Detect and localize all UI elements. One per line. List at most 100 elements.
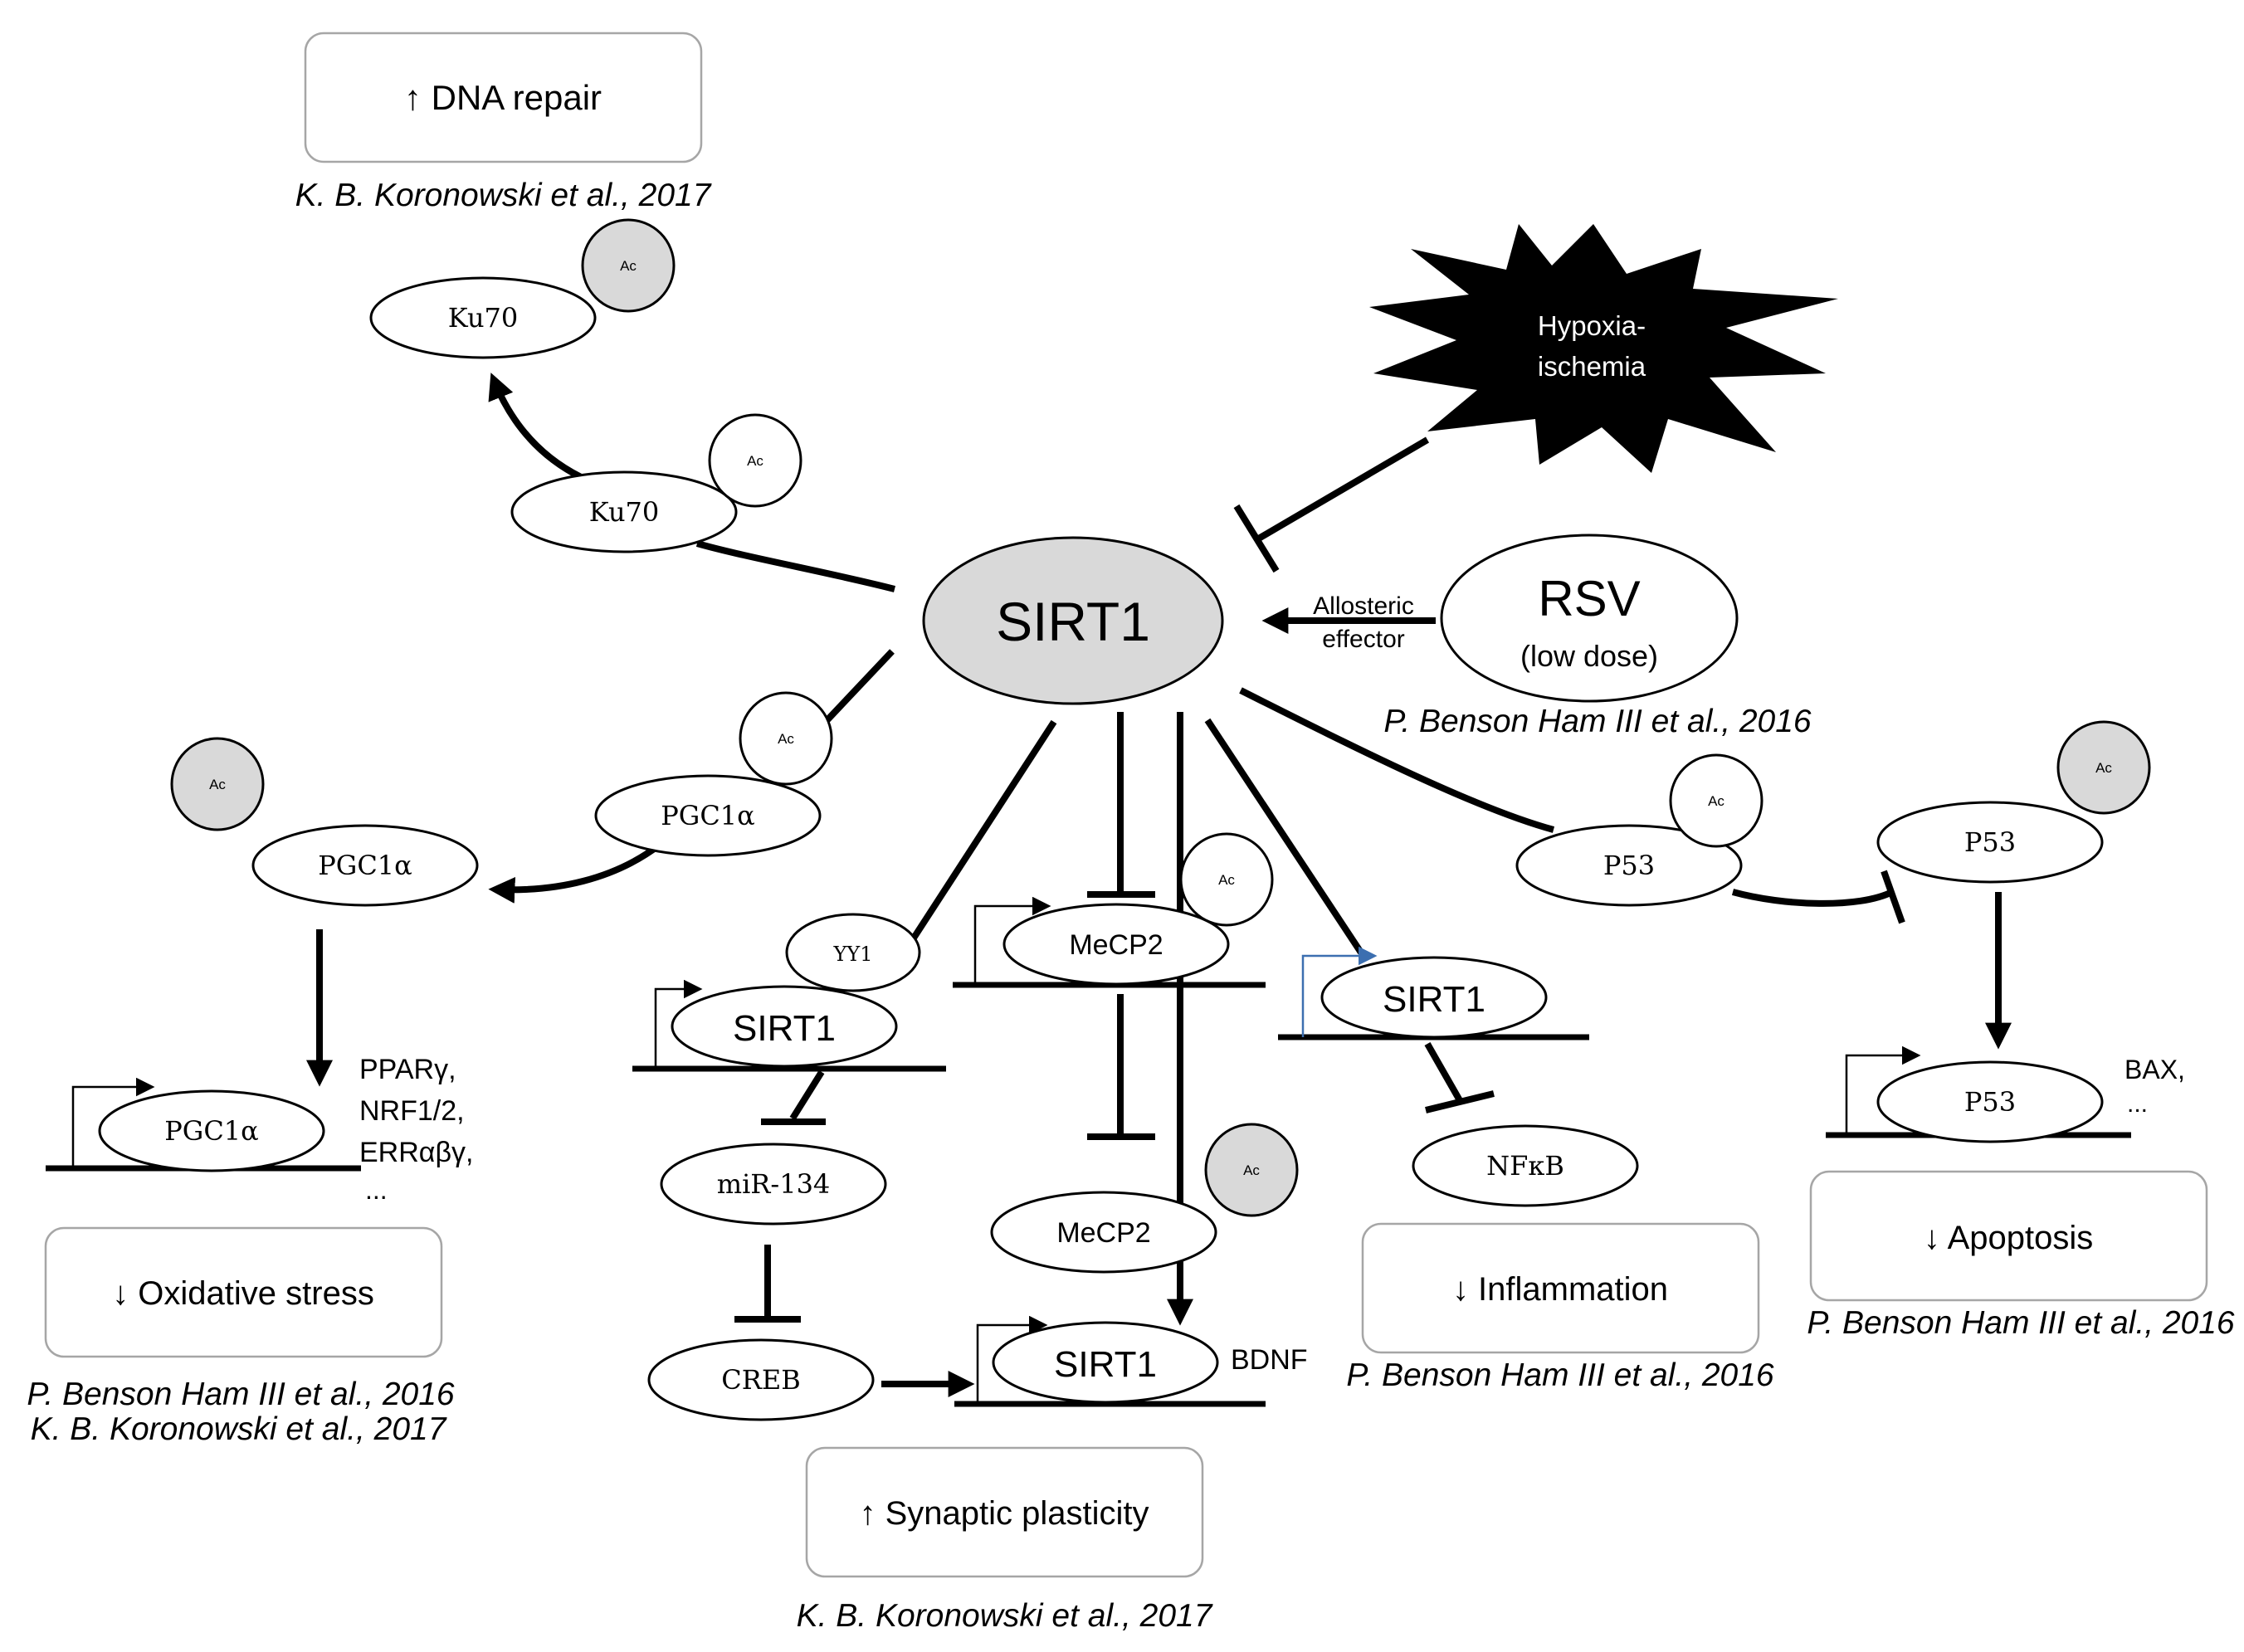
oxidative-stress-box: ↓ Oxidative stress: [44, 1226, 443, 1358]
inflammation-box: ↓ Inflammation: [1361, 1222, 1760, 1354]
ac-mecp2: Ac: [1179, 832, 1274, 927]
svg-text:Ac: Ac: [620, 258, 637, 274]
p53-deacetylated-label: P53: [1964, 826, 2016, 858]
citation-dna-repair: K. B. Koronowski et al., 2017: [295, 178, 712, 213]
sirt1-to-sirt1-inflammation-line: [1204, 718, 1364, 955]
citation-synaptic: K. B. Koronowski et al., 2017: [797, 1598, 1213, 1634]
dna-sirt1-yy1: [632, 979, 946, 1072]
hypoxia-label-1: Hypoxia-: [1538, 310, 1646, 341]
ac-p53: Ac: [1669, 753, 1763, 848]
sirt1-inflammation-label: SIRT1: [1383, 979, 1485, 1020]
svg-text:Ac: Ac: [209, 777, 226, 792]
svg-text:Ac: Ac: [1243, 1162, 1260, 1178]
ac-grey-ku70: Ac: [581, 218, 676, 313]
synaptic-plasticity-box: ↑ Synaptic plasticity: [805, 1446, 1204, 1578]
p53-deacetylated-node: P53: [1876, 801, 2104, 884]
apoptosis-box: ↓ Apoptosis: [1809, 1170, 2208, 1302]
apoptosis-label: ↓ Apoptosis: [1924, 1220, 2094, 1256]
svg-text:Ac: Ac: [1708, 793, 1724, 809]
dna-sirt1-bdnf: [954, 1315, 1266, 1407]
rsv-label: RSV: [1538, 571, 1640, 626]
ac-ku70: Ac: [708, 413, 802, 508]
ac-grey-p53: Ac: [2056, 720, 2151, 815]
p53-label: P53: [1603, 850, 1655, 881]
p53-promoter-label: P53: [1964, 1086, 2016, 1118]
bax-ellipsis: ...: [2127, 1090, 2148, 1118]
sirt1-inhibit-nfkb-bar: [1425, 1090, 1495, 1114]
bax-label: BAX,: [2124, 1055, 2185, 1084]
sirt1-central-label: SIRT1: [996, 591, 1150, 652]
sirt1-yy1-node: SIRT1: [671, 985, 898, 1068]
bdnf-label: BDNF: [1231, 1344, 1308, 1376]
sirt1-inhibit-nfkb-line: [1424, 1042, 1464, 1104]
mir134-label: miR-134: [717, 1168, 831, 1200]
p53-promoter-node: P53: [1876, 1060, 2104, 1143]
pgc1a-target-1: PPARγ,: [359, 1054, 456, 1085]
pgc1a-node: PGC1α: [594, 774, 822, 857]
p53-node: P53: [1515, 824, 1743, 907]
svg-text:Ac: Ac: [747, 453, 763, 469]
svg-text:Ac: Ac: [2095, 760, 2112, 776]
hypoxia-label-2: ischemia: [1538, 351, 1646, 382]
dna-repair-label: ↑ DNA repair: [404, 78, 602, 117]
rsv-sublabel: (low dose): [1520, 639, 1658, 673]
ku70-deacetylation-arrow: [488, 373, 583, 480]
svg-text:Ac: Ac: [1218, 872, 1235, 888]
allosteric-label-1: Allosteric: [1313, 592, 1414, 620]
p53-inhibit-bar: [1881, 870, 1905, 924]
pgc1a-target-2: NRF1/2,: [359, 1095, 465, 1127]
inflammation-label: ↓ Inflammation: [1452, 1271, 1668, 1308]
citation-oxidative-1: P. Benson Ham III et al., 2016: [27, 1377, 455, 1412]
nfkb-label: NFκB: [1486, 1150, 1564, 1182]
mecp2-label: MeCP2: [1056, 1217, 1150, 1249]
p53-inhibit-line: [1731, 889, 1894, 907]
mecp2-promoter-label: MeCP2: [1069, 929, 1163, 961]
sirt1-central-node: SIRT1: [922, 536, 1224, 705]
mir134-node: miR-134: [660, 1143, 887, 1226]
synaptic-plasticity-label: ↑ Synaptic plasticity: [859, 1495, 1149, 1532]
sirt1-to-ku70-line: [695, 540, 895, 592]
ac-pgc1a: Ac: [739, 691, 833, 786]
ku70-label: Ku70: [589, 496, 660, 528]
pgc1a-target-4: ...: [365, 1175, 388, 1205]
yy1-node: YY1: [785, 913, 921, 992]
pgc1a-target-3: ERRαβγ,: [359, 1137, 473, 1168]
creb-node: CREB: [647, 1338, 875, 1421]
pgc1a-deacetylated-node: PGC1α: [251, 824, 479, 907]
ac-grey-pgc1a: Ac: [170, 737, 265, 831]
ac-grey-mecp2: Ac: [1204, 1123, 1299, 1217]
citation-oxidative-2: K. B. Koronowski et al., 2017: [31, 1411, 447, 1447]
sirt1-yy1-label: SIRT1: [733, 1008, 836, 1049]
ku70-top-label: Ku70: [448, 302, 519, 334]
dna-repair-box: ↑ DNA repair: [304, 32, 703, 163]
pgc1a-label: PGC1α: [661, 800, 755, 831]
pgc1a-promoter-label: PGC1α: [164, 1115, 259, 1147]
ku70-top-node: Ku70: [369, 276, 597, 359]
citation-rsv: P. Benson Ham III et al., 2016: [1383, 704, 1812, 739]
sirt1-to-yy1-line: [910, 719, 1057, 942]
creb-label: CREB: [721, 1364, 800, 1396]
pgc1a-promoter-node: PGC1α: [98, 1089, 325, 1172]
pgc1a-deacetylation-arrow: [488, 841, 662, 904]
yy1-label: YY1: [833, 943, 873, 966]
oxidative-stress-label: ↓ Oxidative stress: [112, 1275, 374, 1312]
ku70-node: Ku70: [510, 470, 738, 553]
allosteric-label-2: effector: [1322, 626, 1405, 653]
svg-text:Ac: Ac: [778, 731, 794, 747]
sirt1-bdnf-label: SIRT1: [1054, 1344, 1157, 1385]
hypoxia-inhibit-line: [1255, 436, 1430, 543]
hypoxia-inhibit-bar: [1233, 504, 1280, 573]
nfkb-node: NFκB: [1412, 1124, 1639, 1207]
rsv-node: RSV (low dose): [1440, 534, 1739, 703]
sirt1-bdnf-node: SIRT1: [992, 1321, 1219, 1404]
sirt1-inhibit-mir134-line: [789, 1070, 825, 1121]
mecp2-node: MeCP2: [990, 1191, 1217, 1274]
mecp2-promoter-node: MeCP2: [1002, 903, 1230, 986]
pgc1a-deacetylated-label: PGC1α: [318, 850, 412, 881]
citation-inflammation: P. Benson Ham III et al., 2016: [1346, 1357, 1774, 1393]
hypoxia-burst-shape: [1369, 224, 1838, 473]
citation-apoptosis: P. Benson Ham III et al., 2016: [1807, 1305, 2235, 1341]
sirt1-to-p53-line: [1239, 687, 1555, 833]
sirt1-inflammation-node: SIRT1: [1320, 956, 1548, 1039]
